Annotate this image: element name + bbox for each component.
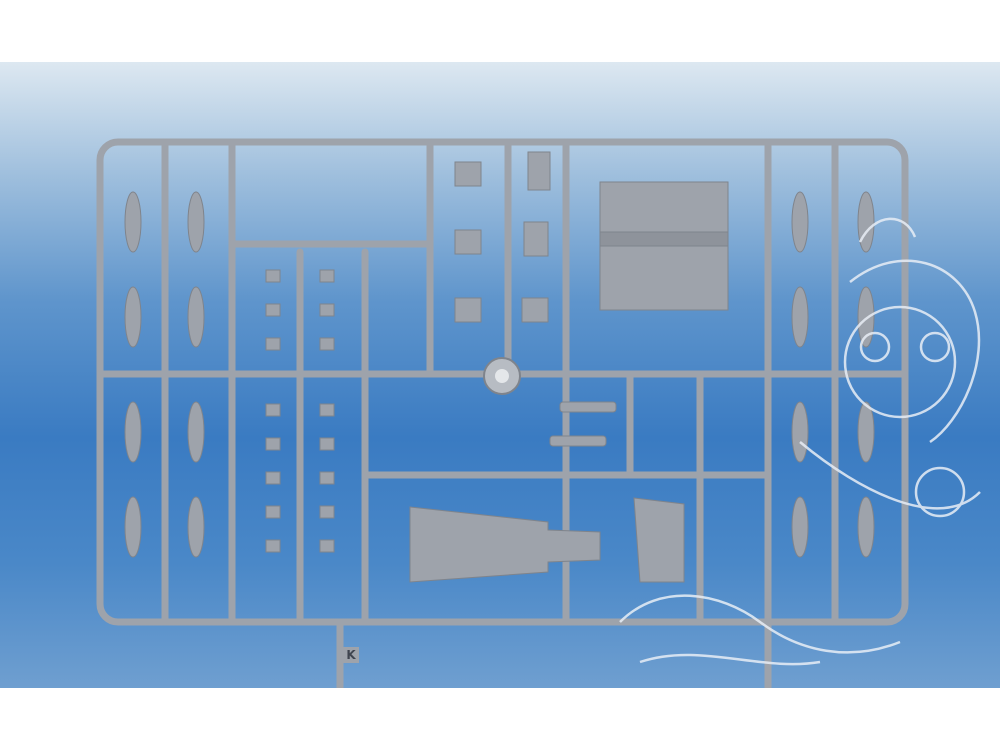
- sprue-hub: [483, 357, 521, 395]
- sprue-frame: [96, 138, 909, 688]
- sprue-photo: K: [0, 62, 1000, 688]
- torpedo-parts: [124, 191, 875, 558]
- large-panel-parts: [409, 181, 729, 583]
- small-block-parts: [265, 151, 551, 553]
- sprue-letter-tag: K: [343, 647, 359, 663]
- watermark-mascot: [619, 217, 981, 666]
- sprue-drawing: [96, 138, 981, 688]
